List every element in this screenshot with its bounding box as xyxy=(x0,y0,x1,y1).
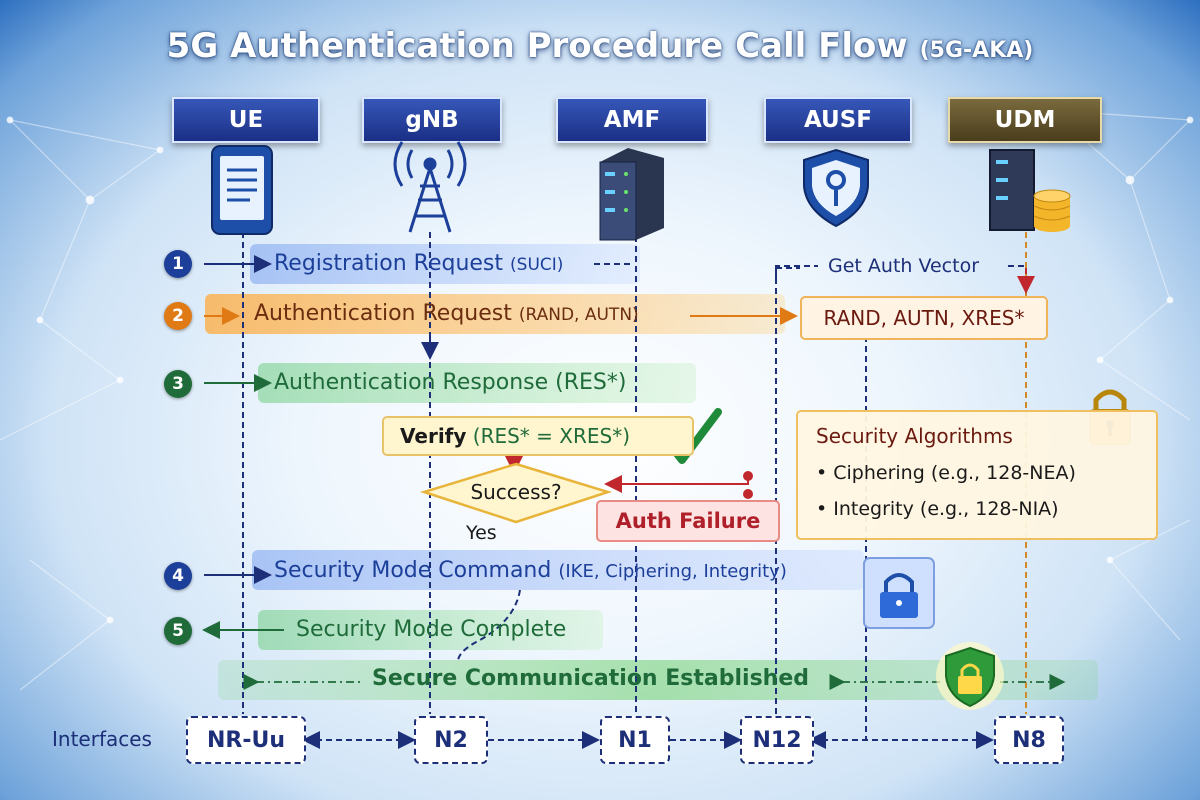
get-auth-vector-label: Get Auth Vector xyxy=(828,255,980,277)
verify-box: Verify (RES* = XRES*) xyxy=(382,416,694,456)
step-3-band xyxy=(258,363,696,403)
antenna-tower-icon xyxy=(393,141,467,233)
step-2-label: Authentication Request (RAND, AUTN) xyxy=(254,301,639,326)
failure-arrow xyxy=(604,475,749,493)
interface-n1: N1 xyxy=(600,716,670,764)
padlock-icon-smc xyxy=(863,557,935,629)
phone-icon xyxy=(211,145,273,235)
interface-nr-uu: NR-Uu xyxy=(186,716,306,764)
shield-key-icon xyxy=(803,148,869,228)
interface-n12: N12 xyxy=(740,716,814,764)
security-algorithms-title: Security Algorithms xyxy=(816,424,1013,448)
security-algorithms-panel: Security Algorithms • Ciphering (e.g., 1… xyxy=(796,410,1158,540)
step-1-number: 1 xyxy=(164,250,192,278)
step-5-label: Security Mode Complete xyxy=(296,617,567,642)
secure-comm-label: Secure Communication Established xyxy=(372,666,809,691)
step-4-number: 4 xyxy=(164,562,192,590)
auth-vector-box: RAND, AUTN, XRES* xyxy=(800,296,1048,340)
step-3-number: 3 xyxy=(164,370,192,398)
step-5-number: 5 xyxy=(164,617,192,645)
interfaces-label: Interfaces xyxy=(52,727,152,751)
decision-yes-label: Yes xyxy=(466,522,497,544)
step-1-label: Registration Request (SUCI) xyxy=(274,251,564,276)
node-label-ue: UE xyxy=(172,97,320,143)
decision-diamond xyxy=(419,462,613,524)
auth-failure-box: Auth Failure xyxy=(596,500,780,542)
node-label-udm: UDM xyxy=(948,97,1102,143)
server-icon xyxy=(599,148,664,241)
shield-lock-icon xyxy=(936,642,1004,710)
step-4-band xyxy=(252,550,864,590)
interface-n8: N8 xyxy=(994,716,1064,764)
security-algorithm-item: • Ciphering (e.g., 128-NEA) xyxy=(816,462,1076,484)
step-2-number: 2 xyxy=(164,302,192,330)
node-label-amf: AMF xyxy=(556,97,708,143)
step-2-band xyxy=(205,294,785,334)
step-3-label: Authentication Response (RES*) xyxy=(274,370,627,395)
node-label-gnb: gNB xyxy=(362,97,502,143)
page-title: 5G Authentication Procedure Call Flow (5… xyxy=(166,26,1034,66)
server-database-icon xyxy=(989,149,1071,232)
interface-n2: N2 xyxy=(414,716,488,764)
security-algorithm-item: • Integrity (e.g., 128-NIA) xyxy=(816,498,1059,520)
node-label-ausf: AUSF xyxy=(764,97,912,143)
step-4-label: Security Mode Command (IKE, Ciphering, I… xyxy=(274,558,787,583)
decision-label: Success? xyxy=(470,480,562,504)
step-1-band xyxy=(250,244,640,284)
